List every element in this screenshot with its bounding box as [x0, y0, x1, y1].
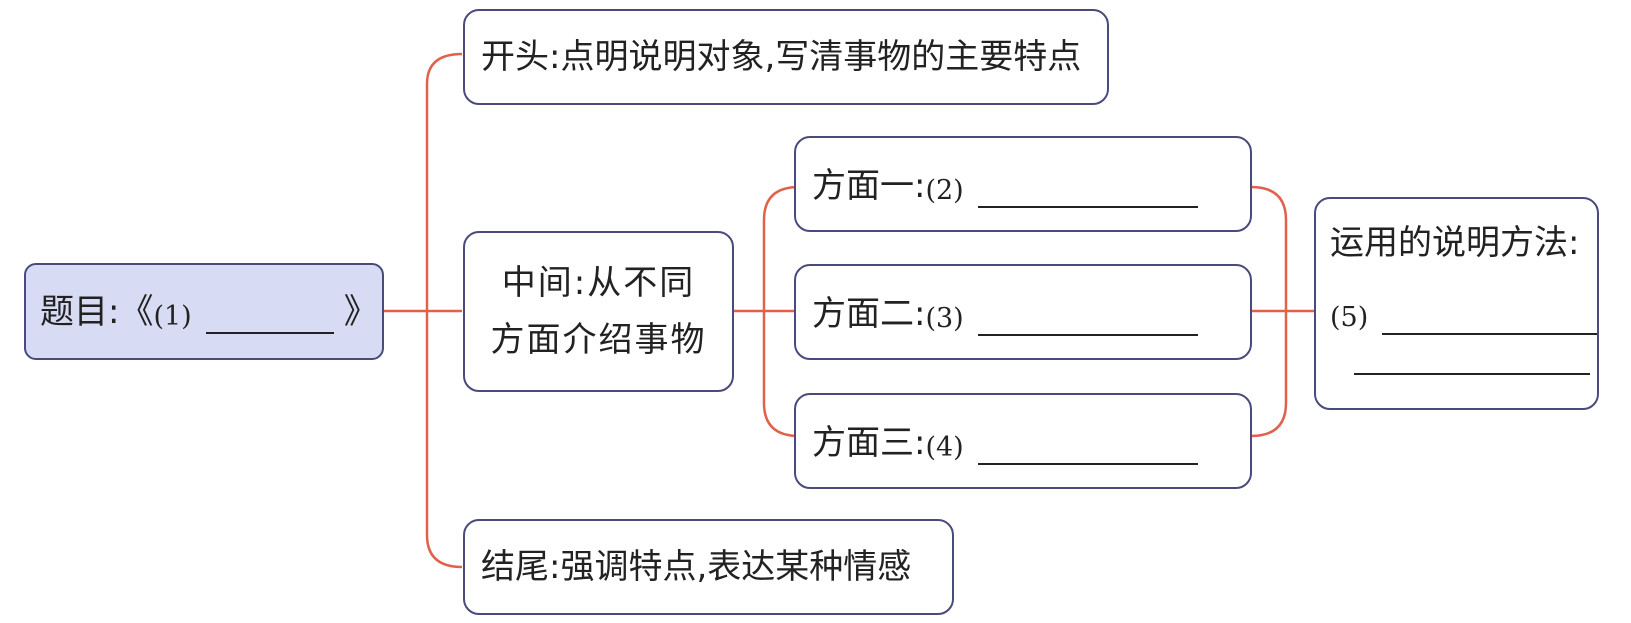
answer-blank-3[interactable] [977, 304, 1198, 336]
title-open-bracket: 《 [119, 291, 154, 332]
blank-number-4: (4) [925, 431, 964, 463]
title-label: 题目: [40, 291, 120, 332]
aspect-label-1: 方面一: [812, 165, 926, 206]
middle-node: 中间:从不同 方面介绍事物 [463, 231, 734, 392]
middle-text-line2: 方面介绍事物 [490, 319, 707, 360]
connector-aspect1-branch [762, 185, 800, 311]
answer-blank-2[interactable] [977, 176, 1198, 208]
connector-aspect3-merge [1250, 311, 1288, 438]
connector-trunk-end [425, 311, 463, 569]
end-node: 结尾:强调特点,表达某种情感 [463, 519, 954, 615]
method-label: 运用的说明方法: [1330, 223, 1580, 263]
answer-blank-5b[interactable] [1354, 373, 1590, 376]
aspect-node-1: 方面一: (2) [794, 136, 1252, 232]
aspect-node-3: 方面三: (4) [794, 393, 1252, 489]
answer-blank-1[interactable] [205, 302, 334, 334]
end-text: 结尾:强调特点,表达某种情感 [481, 546, 912, 587]
blank-number-5: (5) [1330, 302, 1369, 334]
title-node: 题目: 《 (1) 》 [24, 263, 384, 360]
blank-number-1: (1) [153, 300, 192, 332]
aspect-node-2: 方面二: (3) [794, 264, 1252, 360]
aspect-label-2: 方面二: [812, 293, 926, 334]
connector-aspect1-merge [1250, 185, 1288, 311]
middle-text-line1: 中间:从不同 [501, 263, 696, 304]
blank-number-3: (3) [925, 302, 964, 334]
connector-aspect3-branch [762, 311, 800, 438]
answer-blank-5a[interactable] [1382, 303, 1597, 336]
start-node: 开头:点明说明对象,写清事物的主要特点 [463, 9, 1109, 105]
blank-number-2: (2) [925, 174, 964, 206]
answer-blank-4[interactable] [977, 433, 1198, 465]
method-node: 运用的说明方法: (5) [1314, 197, 1599, 410]
connector-trunk-start [425, 52, 463, 311]
start-text: 开头:点明说明对象,写清事物的主要特点 [481, 36, 1082, 77]
aspect-label-3: 方面三: [812, 422, 926, 463]
title-close-bracket: 》 [343, 291, 378, 332]
